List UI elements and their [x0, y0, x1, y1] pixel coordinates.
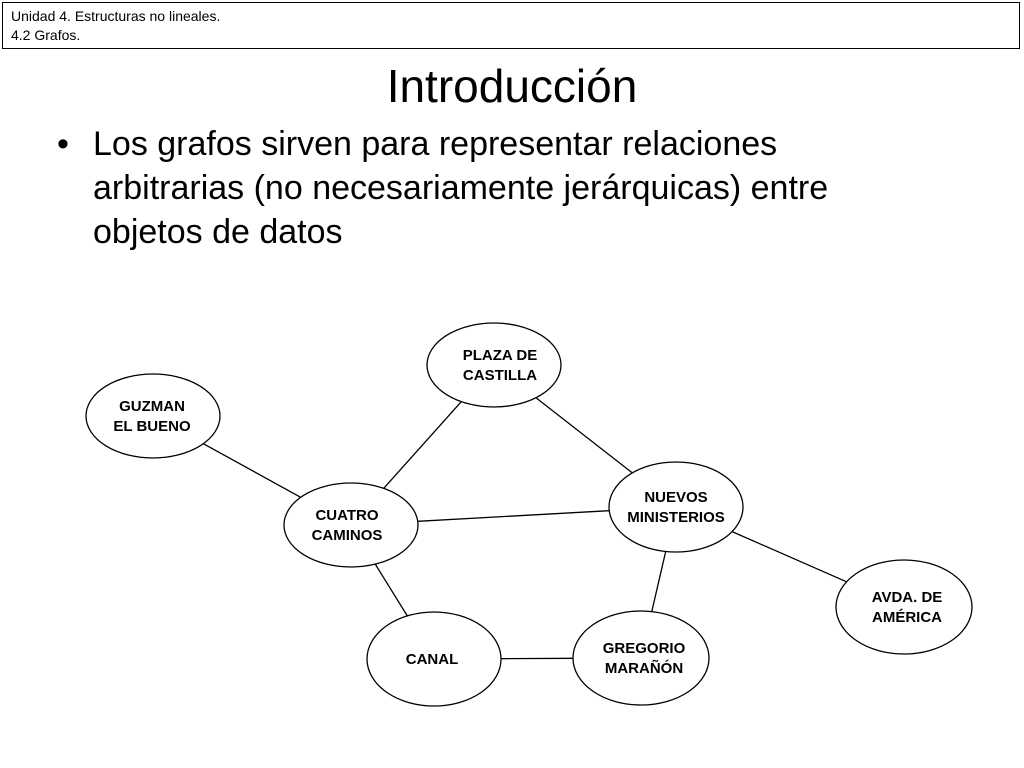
- graph-edge-cuatro-canal: [374, 563, 408, 617]
- node-label: NUEVOS: [644, 489, 707, 506]
- bullet-dot-icon: •: [57, 125, 69, 163]
- node-label: CASTILLA: [463, 367, 537, 384]
- node-label: AVDA. DE: [872, 589, 943, 606]
- node-label: AMÉRICA: [872, 609, 942, 626]
- header-unit: Unidad 4. Estructuras no lineales.: [11, 8, 221, 24]
- graph-node-gregorio: GREGORIO MARAÑÓN: [572, 610, 710, 706]
- node-label: MARAÑÓN: [605, 659, 683, 677]
- node-label: CANAL: [406, 651, 459, 668]
- graph-edges: [203, 397, 847, 660]
- node-ellipse: [426, 322, 562, 408]
- node-label: EL BUENO: [113, 418, 191, 435]
- bullet-line: objetos de datos: [93, 213, 343, 251]
- node-label: GUZMAN: [119, 398, 185, 415]
- node-label: GREGORIO: [603, 640, 686, 657]
- node-ellipse: [835, 559, 973, 655]
- graph-node-guzman: GUZMAN EL BUENO: [85, 373, 221, 459]
- slide-title: Introducción: [386, 60, 638, 112]
- graph-edge-cuatro-plaza: [383, 401, 462, 489]
- node-ellipse: [85, 373, 221, 459]
- node-label: CUATRO: [315, 507, 378, 524]
- graph-node-canal: CANAL: [366, 611, 502, 707]
- graph-edge-plaza-nuevos: [535, 397, 633, 474]
- graph-edge-guzman-cuatro: [203, 443, 301, 498]
- bullet-line: arbitrarias (no necesariamente jerárquic…: [93, 169, 829, 207]
- bullet-line: Los grafos sirven para representar relac…: [93, 125, 778, 163]
- slide-header: Unidad 4. Estructuras no lineales. 4.2 G…: [2, 2, 1020, 49]
- node-label: MINISTERIOS: [627, 509, 725, 526]
- node-ellipse: [608, 461, 744, 553]
- graph-node-plaza: PLAZA DE CASTILLA: [426, 322, 562, 408]
- node-label: PLAZA DE: [463, 347, 537, 364]
- header-section: 4.2 Grafos.: [11, 27, 81, 43]
- node-ellipse: [572, 610, 710, 706]
- node-ellipse: [283, 482, 419, 568]
- graph-node-avda: AVDA. DE AMÉRICA: [835, 559, 973, 655]
- graph-nodes: PLAZA DE CASTILLA GUZMAN EL BUENO CUATRO CAMI…: [85, 322, 973, 707]
- graph-edge-cuatro-nuevos: [417, 510, 610, 522]
- bullet-list: • Los grafos sirven para representar rel…: [55, 122, 995, 254]
- graph-node-cuatro: CUATRO CAMINOS: [283, 482, 419, 568]
- graph-edge-gregorio-nuevos: [651, 551, 667, 612]
- node-ellipse: [366, 611, 502, 707]
- graph-edge-nuevos-avda: [731, 531, 847, 583]
- bullet-item: • Los grafos sirven para representar rel…: [55, 122, 995, 254]
- graph-node-nuevos: NUEVOS MINISTERIOS: [608, 461, 744, 553]
- node-label: CAMINOS: [312, 527, 383, 544]
